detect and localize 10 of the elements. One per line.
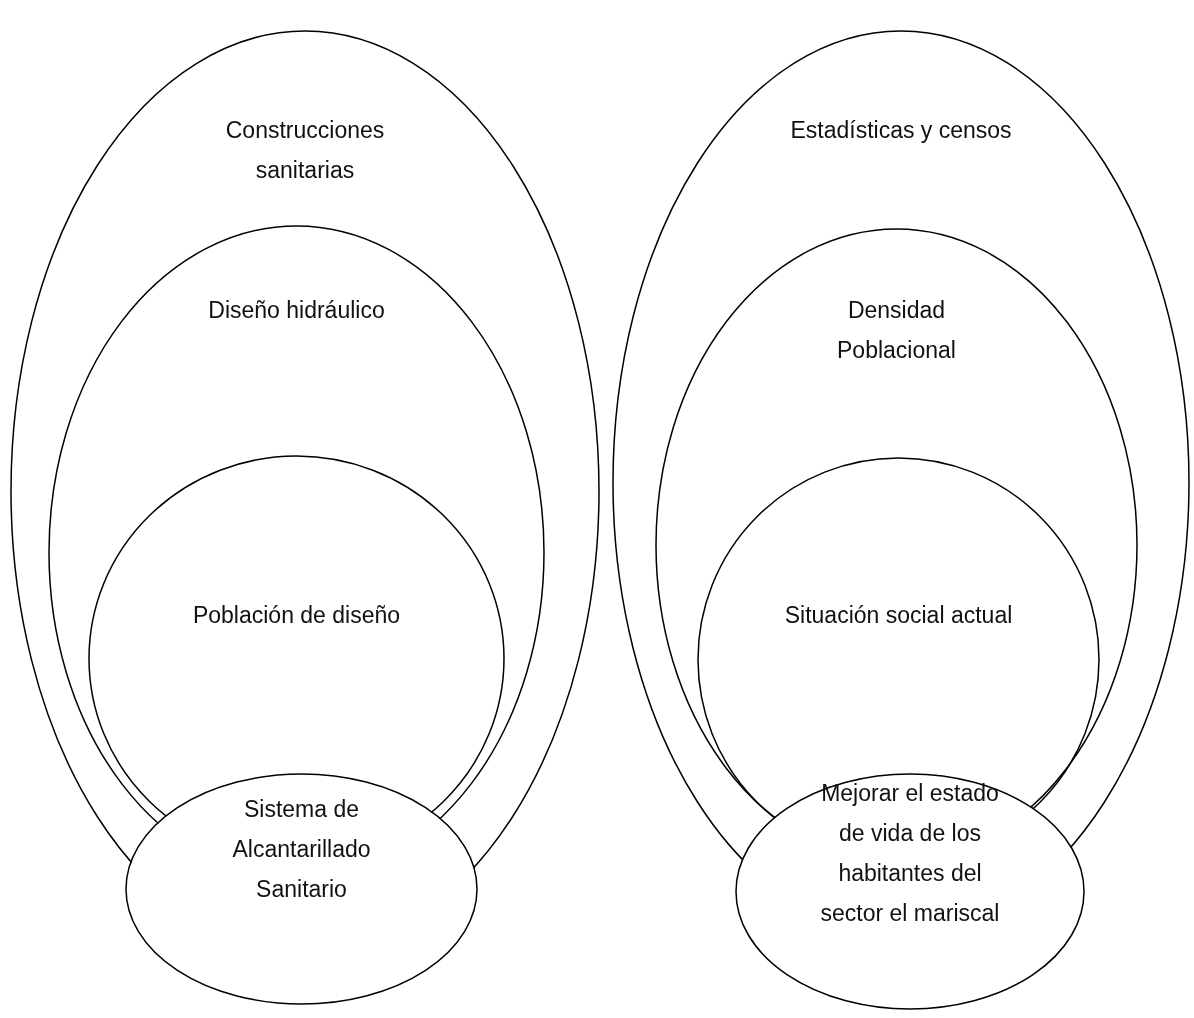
node-label: Estadísticas y censos (789, 116, 1013, 145)
node-label: Mejorar el estado de vida de los habitantes del sector el mariscal (819, 779, 1001, 928)
node-label: Densidad Poblacional (836, 296, 957, 365)
node-label: Población de diseño (191, 601, 402, 630)
node-label: Construcciones sanitarias (224, 116, 386, 185)
node-label: Diseño hidráulico (207, 296, 386, 325)
node-label: Situación social actual (783, 601, 1014, 630)
ellipse-node (125, 773, 478, 1005)
ellipse-node (735, 773, 1085, 1010)
node-label: Sistema de Alcantarillado Sanitario (231, 795, 372, 904)
